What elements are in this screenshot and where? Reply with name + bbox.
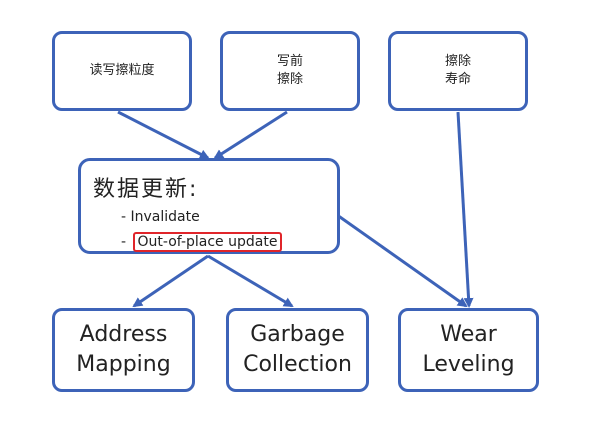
node-data-update: 数据更新: - Invalidate - Out-of-place update <box>78 158 340 254</box>
node-address-mapping: Address Mapping <box>52 308 195 392</box>
node-write-before-erase: 写前 擦除 <box>220 31 360 111</box>
node-data-update-item-invalidate: - Invalidate <box>121 209 200 225</box>
node-erase-life-label: 擦除 寿命 <box>444 54 471 87</box>
node-data-update-item-dash: - <box>121 234 131 250</box>
node-wear-leveling-label: Wear Leveling <box>422 322 515 377</box>
arrow-update-to-mapping <box>132 254 209 308</box>
node-address-mapping-label: Address Mapping <box>76 322 171 377</box>
arrow-erase-to-update <box>213 110 288 160</box>
node-rw-granularity-label: 读写擦粒度 <box>89 63 155 78</box>
node-garbage-collection-label: Garbage Collection <box>243 322 352 377</box>
node-wear-leveling: Wear Leveling <box>398 308 539 392</box>
node-garbage-collection: Garbage Collection <box>226 308 369 392</box>
arrow-rw-to-update <box>117 110 210 160</box>
arrow-update-to-gc <box>207 254 294 308</box>
node-data-update-item-out-of-place: - Out-of-place update <box>121 232 283 252</box>
node-data-update-title: 数据更新: <box>93 177 199 202</box>
arrow-life-to-wear <box>456 111 474 308</box>
arrow-update-to-wear <box>329 208 468 308</box>
highlight-out-of-place: Out-of-place update <box>132 232 283 252</box>
node-write-before-erase-label: 写前 擦除 <box>276 54 303 87</box>
node-rw-granularity: 读写擦粒度 <box>52 31 192 111</box>
node-erase-life: 擦除 寿命 <box>388 31 528 111</box>
